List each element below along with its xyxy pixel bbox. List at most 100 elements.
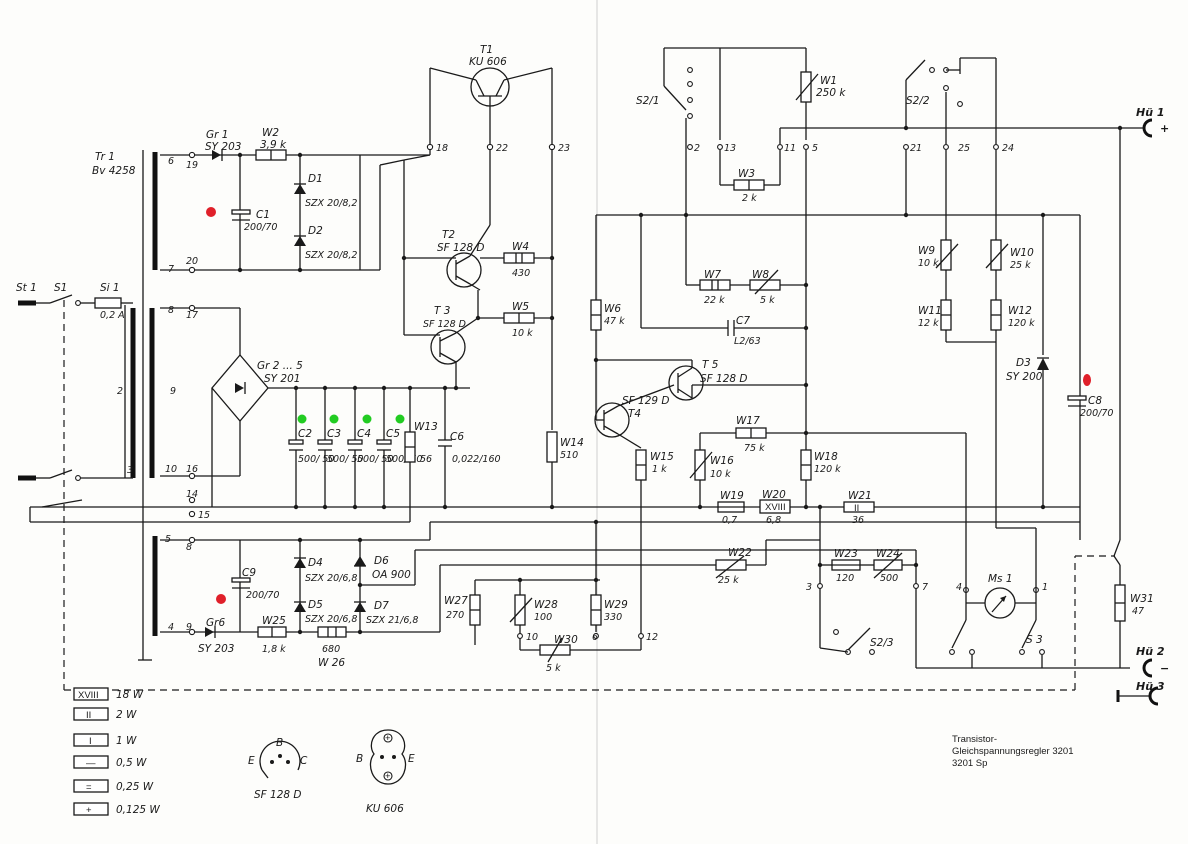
cap-c6: C6 0,022/160	[438, 388, 501, 507]
term-8: 8	[168, 305, 174, 316]
w29-name: W29	[604, 599, 628, 611]
d2-type: SZX 20/8,2	[305, 250, 357, 261]
term-3: 3	[127, 465, 133, 476]
legend-symbol: XVIII	[78, 690, 99, 701]
sf128-name: SF 128 D	[254, 789, 302, 801]
ku606-plus-top: +	[385, 733, 391, 744]
c2-value: 500/ 50	[298, 454, 334, 465]
w21-value: 36	[852, 515, 864, 526]
marker-green-c4	[362, 414, 372, 424]
w29-value: 330	[604, 612, 622, 623]
term-3b: 3	[806, 582, 812, 593]
w16-value: 10 k	[710, 469, 731, 480]
wattage-legend: XVIII 18 W II 2 W I 1 W — 0,5 W = 0,25 W…	[73, 687, 160, 816]
switch-s1: S1	[54, 282, 67, 294]
term-9: 9	[170, 386, 176, 397]
w25-name: W25	[262, 615, 286, 627]
legend-label: 1 W	[116, 735, 137, 747]
legend-label: 0,25 W	[116, 781, 154, 793]
socket-hu3: Hü 3	[1136, 680, 1165, 693]
gr6-type: SY 203	[198, 643, 234, 655]
term-25: 25	[958, 143, 970, 154]
switch-s21: S2/1	[636, 95, 660, 107]
w6-value: 47 k	[604, 316, 625, 327]
cap-c2: C2 500/ 50	[288, 388, 334, 507]
right-upper: S2/1 W1 250 k 2 13 11 5 W3 2 k W7 22 k	[596, 47, 1120, 540]
w14-name: W14	[560, 437, 584, 449]
term-14: 14	[186, 489, 198, 500]
term-4b: 4	[956, 582, 962, 593]
term-13: 13	[724, 143, 736, 154]
transistor-t3: T 3 SF 128 D W5 10 k	[403, 258, 552, 388]
bridge-rectifier: Gr 2 ... 5 SY 201	[211, 308, 470, 507]
t5-type: SF 128 D	[700, 373, 748, 385]
d3-name: D3	[1016, 357, 1031, 369]
tr1-name: Tr 1	[95, 151, 115, 163]
term-18: 18	[436, 143, 448, 154]
gr1-name: Gr 1	[206, 129, 228, 141]
d3-type: SY 200	[1006, 371, 1043, 383]
term-7b: 7	[922, 582, 928, 593]
w1-name: W1	[820, 75, 837, 87]
term-21: 21	[910, 143, 922, 154]
w16-name: W16	[710, 455, 734, 467]
legend-row-0125w: + 0,125 W	[73, 802, 160, 816]
marker-red-c9	[216, 594, 226, 604]
w15-value: 1 k	[652, 464, 667, 475]
right-regulation: S2/2 21 25 24 W9 10 k W10 25 k W11 12 k …	[903, 57, 1113, 529]
w25-value: 1,8 k	[262, 644, 286, 655]
c8-name: C8	[1088, 395, 1102, 407]
ku606-plus-bottom: +	[385, 771, 391, 782]
switch-s22: S2/2	[906, 95, 930, 107]
ku606-pin-b: B	[356, 753, 363, 765]
c9-value: 200/70	[246, 590, 279, 601]
w2-value: 3,9 k	[260, 139, 287, 151]
socket-plus: +	[1160, 122, 1169, 135]
switch-s3: S 3	[1026, 634, 1043, 646]
w20-mark: XVIII	[765, 502, 786, 513]
w4-name: W4	[512, 241, 529, 253]
t4-name: T4	[628, 408, 641, 420]
fuse-si1: Si 1	[100, 282, 120, 294]
fuse-value: 0,2 A	[100, 310, 125, 321]
d5-type: SZX 20/6,8	[305, 614, 357, 625]
w5-name: W5	[512, 301, 529, 313]
junctions	[237, 125, 1123, 635]
w20-value: 6,8	[766, 515, 781, 526]
legend-row-025w: = 0,25 W	[73, 779, 154, 793]
w19-name: W19	[720, 490, 744, 502]
c3-name: C3	[327, 428, 341, 440]
w17-value: 75 k	[744, 443, 765, 454]
title-line-3: 3201 Sp	[952, 758, 987, 769]
pinout-sf128: B E C SF 128 D	[248, 737, 308, 801]
term-24: 24	[1002, 143, 1014, 154]
c4-name: C4	[357, 428, 371, 440]
d6-type: OA 900	[372, 569, 411, 581]
term-10: 10	[165, 464, 177, 475]
sf128-pin-e: E	[248, 755, 255, 767]
w26-name: W 26	[318, 657, 345, 669]
socket-hu1: Hü 1	[1136, 106, 1165, 119]
w3-name: W3	[738, 168, 755, 180]
w22-name: W22	[728, 547, 752, 559]
switch-s23: S2/3	[870, 637, 894, 649]
c2-name: C2	[298, 428, 312, 440]
lower-supply: C9 200/70 Gr6 SY 203 W25 1,8 k 680 W 26 …	[198, 521, 1080, 669]
d4-type: SZX 20/6,8	[305, 573, 357, 584]
legend-symbol: +	[86, 805, 92, 816]
t2-name: T2	[442, 229, 455, 241]
w23-name: W23	[834, 548, 858, 560]
d2-name: D2	[308, 225, 323, 237]
w5-value: 10 k	[512, 328, 533, 339]
legend-symbol: II	[86, 710, 91, 721]
term-12: 12	[646, 632, 658, 643]
term-6b: 6	[592, 632, 598, 643]
filter-capacitors: C2 500/ 50 C3 500/ 50 C4 500/ 50	[288, 388, 501, 522]
w8-name: W8	[752, 269, 769, 281]
legend-label: 0,5 W	[116, 757, 147, 769]
title-block: Transistor- Gleichspannungsregler 3201 3…	[952, 734, 1073, 769]
w13-name: W13	[414, 421, 438, 433]
d4-name: D4	[308, 557, 323, 569]
c3-value: 500/ 50	[327, 454, 363, 465]
w22-value: 25 k	[718, 575, 739, 586]
